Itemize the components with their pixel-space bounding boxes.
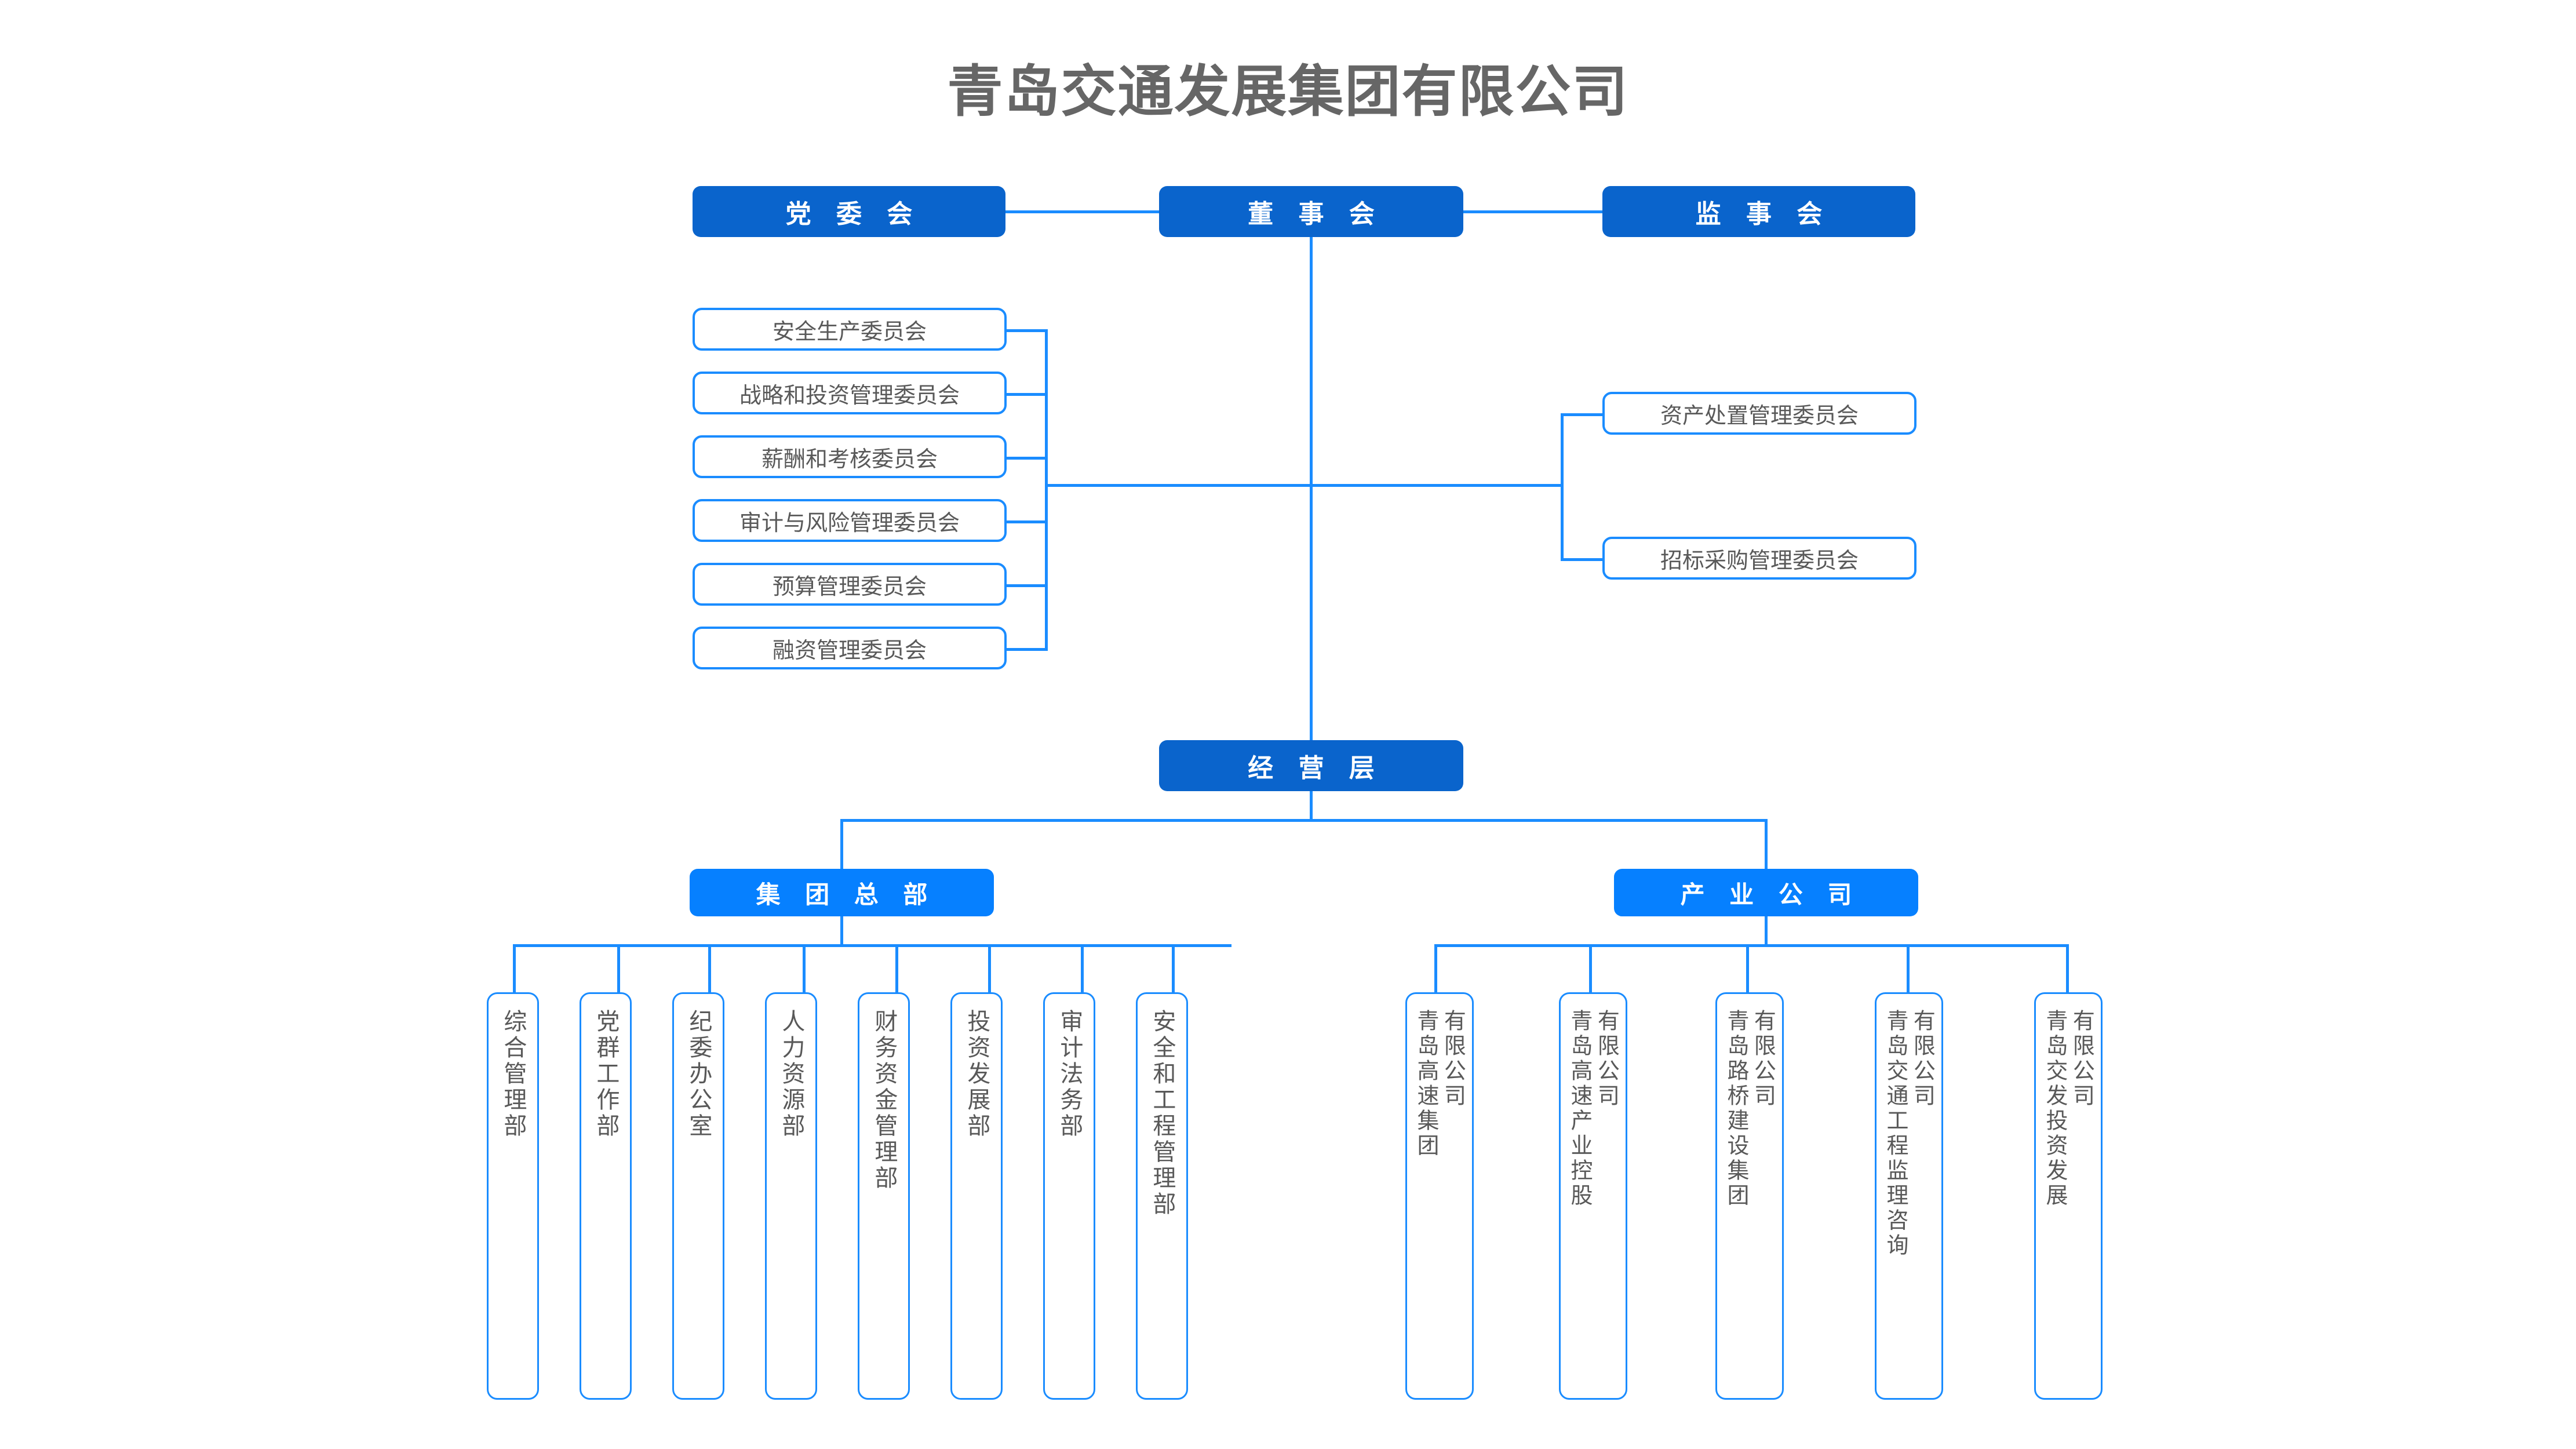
subsidiary-main-2: 青岛高速产业控股 xyxy=(1567,1009,1593,1208)
node-industry-companies-label: 产 业 公 司 xyxy=(1680,880,1860,909)
committee-stub-left-6 xyxy=(1007,648,1048,651)
department-box-7[interactable]: 审计法务部 xyxy=(1043,992,1095,1400)
subsidiary-box-5[interactable]: 有限公司 青岛交发投资发展 xyxy=(2034,992,2103,1400)
department-label-7: 审计法务部 xyxy=(1056,1009,1083,1139)
committee-left-5[interactable]: 预算管理委员会 xyxy=(693,563,1007,606)
node-management-layer-label: 经 营 层 xyxy=(1248,753,1383,783)
connector-hq-drop-7 xyxy=(1081,944,1084,996)
department-box-2[interactable]: 党群工作部 xyxy=(580,992,632,1400)
subsidiary-main-5: 青岛交发投资发展 xyxy=(2042,1009,2068,1208)
subsidiary-box-1[interactable]: 有限公司 青岛高速集团 xyxy=(1405,992,1474,1400)
subsidiary-box-2[interactable]: 有限公司 青岛高速产业控股 xyxy=(1559,992,1627,1400)
subsidiary-main-1: 青岛高速集团 xyxy=(1413,1009,1439,1159)
committee-stub-left-1 xyxy=(1007,329,1048,332)
node-group-hq-label: 集 团 总 部 xyxy=(756,880,936,909)
committee-stub-left-3 xyxy=(1007,457,1048,460)
connector-branch-bus xyxy=(840,819,1768,822)
department-label-1: 综合管理部 xyxy=(500,1009,527,1139)
connector-industry-down xyxy=(1765,916,1768,946)
department-box-5[interactable]: 财务资金管理部 xyxy=(858,992,910,1400)
connector-board-to-supervisory xyxy=(1463,210,1602,213)
committee-right-1[interactable]: 资产处置管理委员会 xyxy=(1602,392,1916,435)
node-supervisory-board[interactable]: 监 事 会 xyxy=(1602,186,1915,237)
connector-hq-drop-2 xyxy=(617,944,620,996)
committee-stub-right-1 xyxy=(1561,413,1604,416)
connector-hq-drop-1 xyxy=(513,944,516,996)
committee-left-3[interactable]: 薪酬和考核委员会 xyxy=(693,435,1007,478)
committee-left-6[interactable]: 融资管理委员会 xyxy=(693,627,1007,669)
connector-hq-drop-5 xyxy=(895,944,898,996)
committee-left-2[interactable]: 战略和投资管理委员会 xyxy=(693,372,1007,414)
committee-stub-left-2 xyxy=(1007,393,1048,396)
department-box-4[interactable]: 人力资源部 xyxy=(765,992,817,1400)
page-title: 青岛交通发展集团有限公司 xyxy=(947,59,1629,124)
node-supervisory-board-label: 监 事 会 xyxy=(1695,199,1831,229)
node-board-of-directors-label: 董 事 会 xyxy=(1248,199,1383,229)
department-box-8[interactable]: 安全和工程管理部 xyxy=(1136,992,1188,1400)
node-party-committee[interactable]: 党 委 会 xyxy=(693,186,1005,237)
committee-stub-left-4 xyxy=(1007,520,1048,523)
subsidiary-box-3[interactable]: 有限公司 青岛路桥建设集团 xyxy=(1715,992,1784,1400)
connector-left-rail-to-spine xyxy=(1045,484,1311,487)
committee-stub-left-5 xyxy=(1007,584,1048,587)
connector-industry-drop-1 xyxy=(1434,944,1437,996)
connector-hq-drop-6 xyxy=(988,944,991,996)
node-management-layer[interactable]: 经 营 层 xyxy=(1159,740,1463,791)
committee-left-1[interactable]: 安全生产委员会 xyxy=(693,308,1007,351)
connector-hq-drop-3 xyxy=(708,944,711,996)
committee-stub-right-2 xyxy=(1561,558,1604,561)
connector-spine-to-right-rail xyxy=(1310,484,1564,487)
subsidiary-suffix-5: 有限公司 xyxy=(2069,1009,2095,1109)
subsidiary-main-3: 青岛路桥建设集团 xyxy=(1724,1009,1749,1208)
committee-left-1-label: 安全生产委员会 xyxy=(772,318,927,344)
committee-left-4[interactable]: 审计与风险管理委员会 xyxy=(693,499,1007,542)
department-label-2: 党群工作部 xyxy=(592,1009,620,1139)
committee-right-2[interactable]: 招标采购管理委员会 xyxy=(1602,537,1916,580)
committee-left-4-label: 审计与风险管理委员会 xyxy=(739,509,960,536)
department-label-3: 纪委办公室 xyxy=(685,1009,712,1139)
subsidiary-main-4: 青岛交通工程监理咨询 xyxy=(1883,1009,1908,1258)
connector-hq-drop-4 xyxy=(803,944,806,996)
committee-right-2-label: 招标采购管理委员会 xyxy=(1660,547,1859,573)
subsidiary-suffix-3: 有限公司 xyxy=(1750,1009,1776,1109)
department-label-8: 安全和工程管理部 xyxy=(1149,1009,1176,1218)
connector-management-down xyxy=(1310,791,1313,822)
connector-industry-drop-4 xyxy=(1907,944,1910,996)
connector-board-spine xyxy=(1310,236,1313,742)
subsidiary-box-4[interactable]: 有限公司 青岛交通工程监理咨询 xyxy=(1875,992,1943,1400)
department-label-6: 投资发展部 xyxy=(963,1009,990,1139)
subsidiary-suffix-4: 有限公司 xyxy=(1910,1009,1936,1109)
node-board-of-directors[interactable]: 董 事 会 xyxy=(1159,186,1463,237)
connector-hq-bus xyxy=(513,944,1231,947)
committee-left-6-label: 融资管理委员会 xyxy=(772,637,927,663)
committee-left-3-label: 薪酬和考核委员会 xyxy=(761,446,938,472)
connector-party-to-board xyxy=(1005,210,1159,213)
connector-industry-drop-2 xyxy=(1589,944,1592,996)
connector-branch-drop-left xyxy=(840,819,843,871)
connector-industry-bus xyxy=(1434,944,2069,947)
subsidiary-suffix-1: 有限公司 xyxy=(1440,1009,1466,1109)
department-label-4: 人力资源部 xyxy=(778,1009,805,1139)
node-party-committee-label: 党 委 会 xyxy=(785,199,921,229)
subsidiary-suffix-2: 有限公司 xyxy=(1594,1009,1620,1109)
committee-left-2-label: 战略和投资管理委员会 xyxy=(739,382,960,408)
department-box-1[interactable]: 综合管理部 xyxy=(487,992,539,1400)
department-label-5: 财务资金管理部 xyxy=(870,1009,898,1192)
connector-industry-drop-3 xyxy=(1746,944,1749,996)
node-industry-companies[interactable]: 产 业 公 司 xyxy=(1614,869,1918,916)
department-box-6[interactable]: 投资发展部 xyxy=(950,992,1003,1400)
connector-branch-drop-right xyxy=(1765,819,1768,871)
department-box-3[interactable]: 纪委办公室 xyxy=(672,992,724,1400)
connector-hq-drop-8 xyxy=(1172,944,1175,996)
committee-right-1-label: 资产处置管理委员会 xyxy=(1660,402,1859,428)
committee-rail-right xyxy=(1561,413,1564,561)
connector-industry-drop-5 xyxy=(2066,944,2069,996)
node-group-hq[interactable]: 集 团 总 部 xyxy=(690,869,994,916)
connector-hq-down xyxy=(840,916,843,946)
committee-left-5-label: 预算管理委员会 xyxy=(772,573,927,599)
committee-rail-left xyxy=(1045,329,1048,648)
